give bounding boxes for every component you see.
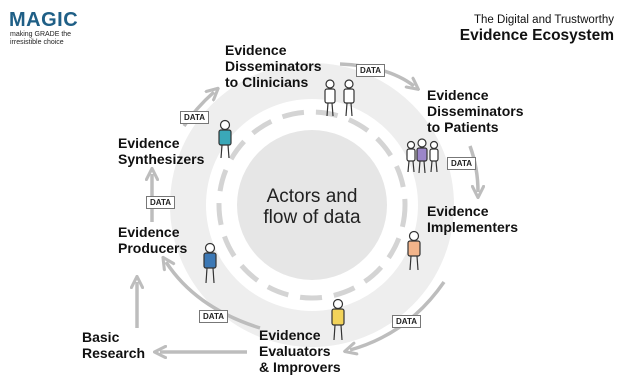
data-tag: DATA bbox=[392, 315, 422, 328]
actor-label-line: Synthesizers bbox=[118, 151, 205, 167]
person-patient-1-icon bbox=[406, 140, 416, 173]
inner-dashed-ring bbox=[216, 109, 408, 301]
data-tag: DATA bbox=[356, 64, 386, 77]
flow-arrow-evaluators-to-producers bbox=[166, 262, 261, 330]
person-patient-2-icon bbox=[416, 138, 428, 174]
actor-evidence-disseminators-clinicians: Evidence Disseminators to Clinicians bbox=[225, 42, 321, 90]
logo-tagline-line-1: making GRADE the bbox=[10, 31, 72, 38]
actor-evidence-evaluators-improvers: Evidence Evaluators & Improvers bbox=[259, 327, 341, 375]
actor-label-line: Evidence bbox=[118, 224, 180, 240]
actor-label-line: Research bbox=[82, 345, 146, 361]
actor-label-line: Evaluators bbox=[259, 343, 331, 359]
actor-basic-research: Basic Research bbox=[82, 329, 145, 361]
actor-label-line: Evidence bbox=[427, 87, 489, 103]
person-clinician-2-icon bbox=[343, 79, 355, 117]
person-evaluator-icon bbox=[331, 298, 345, 341]
actor-label-line: Evidence bbox=[427, 203, 489, 219]
actor-label-line: to Patients bbox=[427, 119, 499, 135]
actor-label-line: to Clinicians bbox=[225, 74, 309, 90]
actor-label-line: Producers bbox=[118, 240, 188, 256]
data-tag: DATA bbox=[146, 196, 176, 209]
data-tag: DATA bbox=[199, 310, 229, 323]
person-synthesizer-icon bbox=[218, 119, 232, 159]
actor-label-line: Basic bbox=[82, 329, 120, 345]
ecosystem-ring bbox=[170, 63, 454, 347]
actor-label-line: Implementers bbox=[427, 219, 519, 235]
actor-label-line: Evidence bbox=[225, 42, 287, 58]
center-label-line-2: flow of data bbox=[263, 207, 361, 228]
actor-label-line: Disseminators bbox=[427, 103, 524, 119]
logo-wordmark: MAGIC bbox=[9, 9, 79, 31]
actor-evidence-disseminators-patients: Evidence Disseminators to Patients bbox=[427, 87, 523, 135]
person-patient-3-icon bbox=[429, 140, 439, 173]
actor-evidence-synthesizers: Evidence Synthesizers bbox=[118, 135, 204, 167]
actor-label-line: Evidence bbox=[118, 135, 180, 151]
center-disc bbox=[237, 130, 387, 280]
person-clinician-1-icon bbox=[324, 79, 336, 117]
person-producer-icon bbox=[203, 242, 217, 284]
page-title-line-2: Evidence Ecosystem bbox=[459, 27, 614, 44]
data-tag: DATA bbox=[447, 157, 477, 170]
person-implementer-icon bbox=[407, 230, 421, 271]
actor-evidence-implementers: Evidence Implementers bbox=[427, 203, 518, 235]
page-title-line-1: The Digital and Trustworthy bbox=[474, 14, 614, 26]
center-label: Actors and flow of data bbox=[248, 186, 376, 228]
logo-tagline-line-2: irresistible choice bbox=[10, 39, 64, 46]
actor-evidence-producers: Evidence Producers bbox=[118, 224, 187, 256]
actor-label-line: Evidence bbox=[259, 327, 321, 343]
actor-label-line: & Improvers bbox=[259, 359, 341, 375]
center-label-line-1: Actors and bbox=[266, 186, 358, 207]
actor-label-line: Disseminators bbox=[225, 58, 322, 74]
data-tag: DATA bbox=[180, 111, 210, 124]
